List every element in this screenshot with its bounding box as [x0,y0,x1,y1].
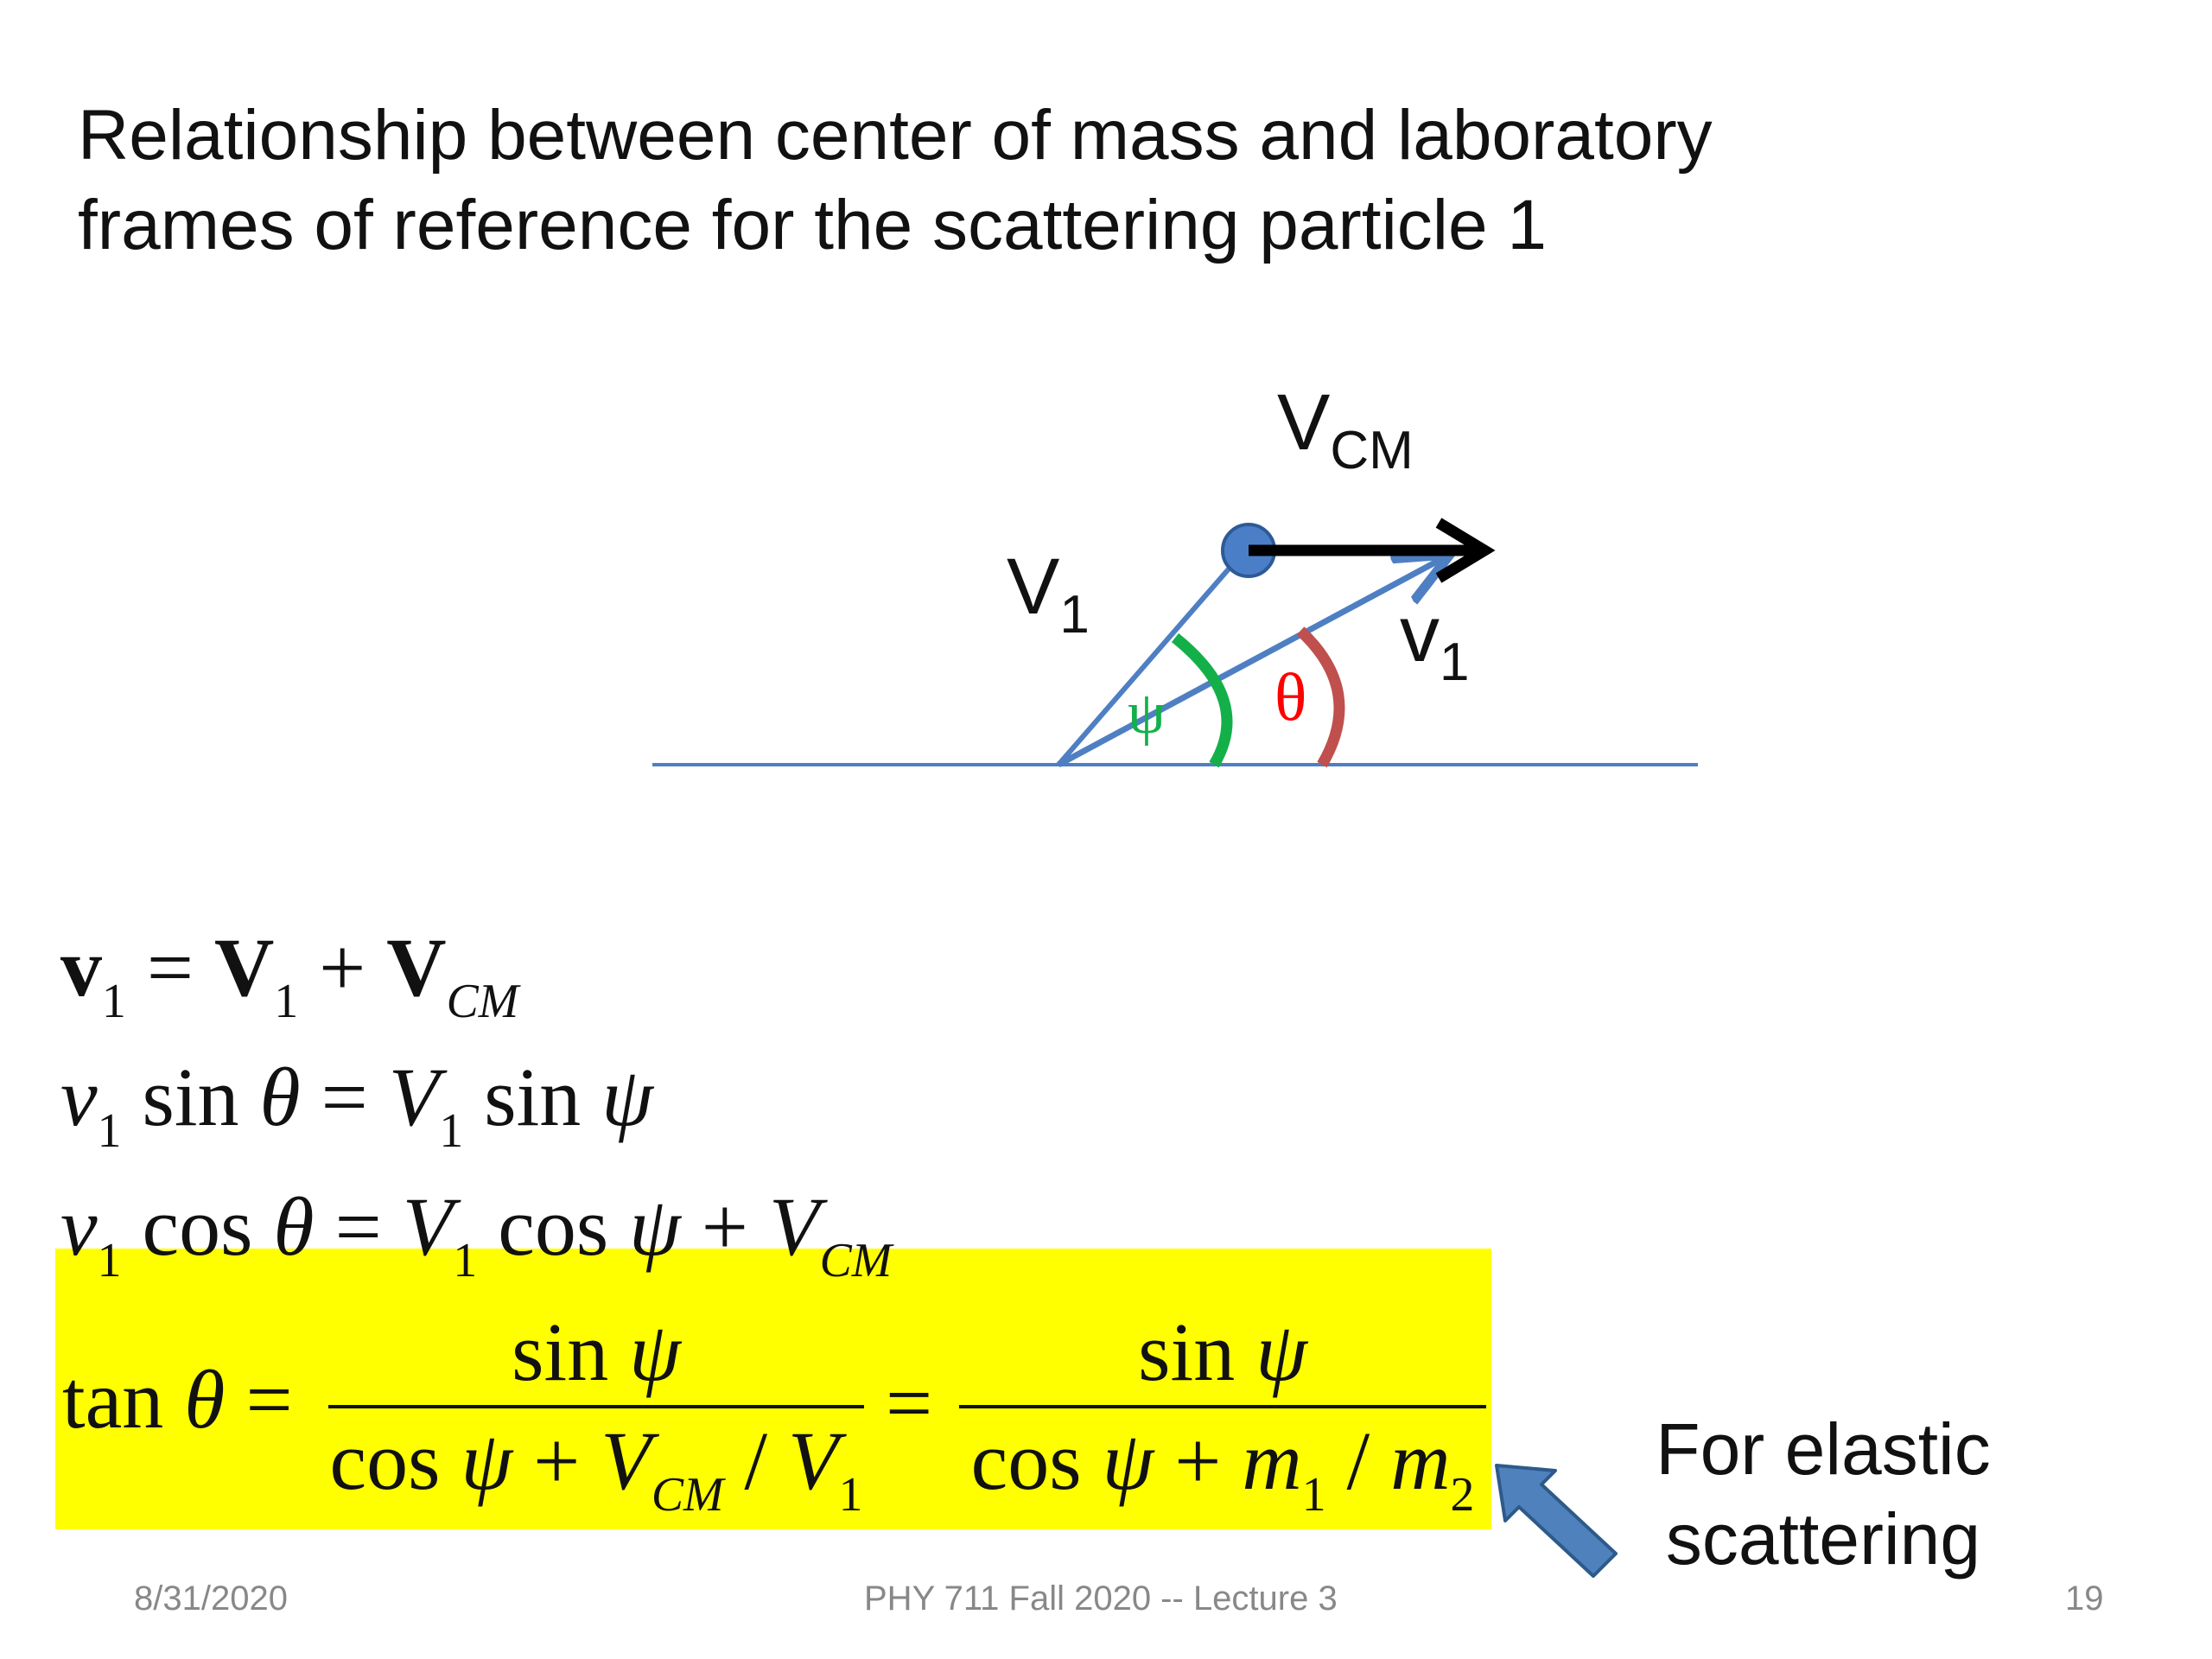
fraction-2-bar [959,1405,1486,1408]
title-line-2: frames of reference for the scattering p… [78,186,1548,264]
note-line-2: scattering [1665,1498,1981,1580]
middle-equals-sign: = [886,1357,933,1449]
fraction-1-denominator: cos ψ + VCM / V1 [329,1414,863,1522]
label-V1: V1 [1007,543,1090,645]
fraction-mass-ratio: sin ψ cos ψ + m1 / m2 [959,1305,1486,1522]
title-line-1: Relationship between center of mass and … [78,96,1713,175]
footer-course: PHY 711 Fall 2020 -- Lecture 3 [864,1580,1338,1618]
note-line-1: For elastic [1656,1408,1991,1490]
fraction-1-numerator: sin ψ [512,1306,681,1398]
vcm-arrow-head [1435,518,1496,583]
label-vcm: VCM [1277,378,1414,480]
theta-angle-arc [1296,626,1345,768]
equation-cos-component: v1 cos θ = V1 cos ψ + VCM [60,1180,893,1288]
fraction-2-denominator: cos ψ + m1 / m2 [970,1414,1475,1522]
V1-vector-line [1056,551,1245,766]
equation-sin-component: v1 sin θ = V1 sin ψ [60,1051,653,1159]
label-theta: θ [1274,659,1306,734]
elastic-scattering-note: For elastic scattering [1624,1404,2022,1584]
label-v1: v1 [1400,590,1469,692]
fraction-2-numerator: sin ψ [1138,1306,1307,1398]
v1-vector-arrow [1057,557,1445,768]
fraction-cm-velocity: sin ψ cos ψ + VCM / V1 [328,1305,864,1522]
equation-tan-lhs: tan θ = [62,1353,293,1446]
slide-title: Relationship between center of mass and … [78,91,1979,270]
psi-angle-arc [1171,632,1233,768]
footer-page-number: 19 [2065,1580,2104,1618]
equation-vector-sum: v1 = V1 + VCM [60,921,519,1029]
footer-date: 8/31/2020 [134,1580,288,1618]
fraction-1-bar [328,1405,864,1408]
pointer-arrow-icon [1495,1464,1618,1578]
highlighted-result-box [55,1249,1491,1529]
label-psi: ψ [1128,680,1166,747]
